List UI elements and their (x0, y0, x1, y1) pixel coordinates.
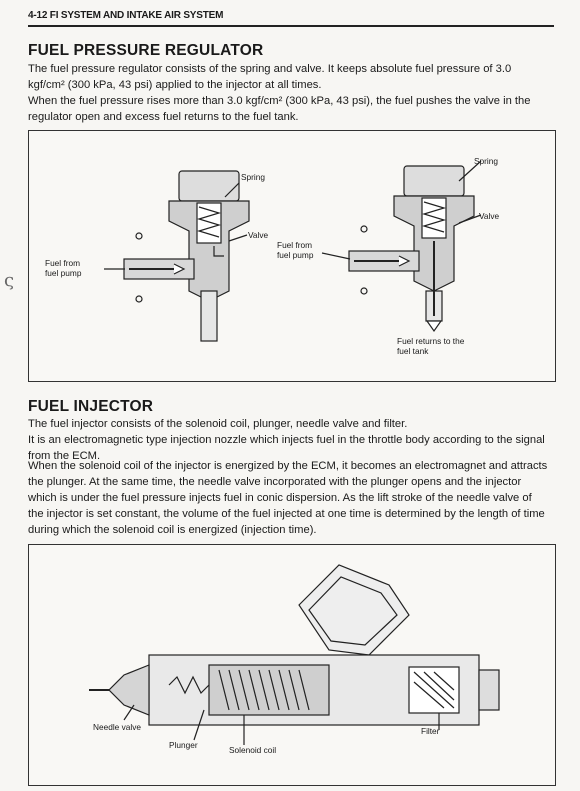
solenoid-coil-label: Solenoid coil (229, 745, 277, 755)
injector-diagram (89, 564, 500, 745)
regulator-figure: Spring Valve Fuel from fuel pump Spring … (28, 130, 556, 382)
injector-figure: Needle valve Plunger Solenoid coil Filte… (28, 544, 556, 786)
left-fuel-from-label: Fuel from fuel pump (45, 258, 82, 278)
injector-paragraph-3: When the solenoid coil of the injector i… (28, 460, 548, 536)
injector-paragraph-2: It is an electromagnetic type injection … (28, 434, 545, 462)
regulator-heading: FUEL PRESSURE REGULATOR (28, 42, 264, 59)
injector-paragraph-1: The fuel injector consists of the soleno… (28, 418, 408, 430)
right-valve-label: Valve (479, 211, 500, 221)
injector-heading: FUEL INJECTOR (28, 398, 154, 415)
needle-valve-label: Needle valve (93, 722, 141, 732)
right-fuel-from-label: Fuel from fuel pump (277, 240, 314, 260)
plunger-label: Plunger (169, 740, 198, 750)
margin-mark: ς (4, 270, 15, 291)
left-spring-label: Spring (241, 172, 265, 182)
right-returns-label: Fuel returns to the fuel tank (397, 336, 465, 356)
regulator-diagram (104, 160, 482, 342)
filter-label: Filter (421, 726, 440, 736)
right-spring-label: Spring (474, 156, 498, 166)
regulator-paragraph-2: When the fuel pressure rises more than 3… (28, 95, 531, 123)
left-valve-label: Valve (248, 230, 269, 240)
regulator-paragraph-1: The fuel pressure regulator consists of … (28, 63, 512, 91)
page-header: 4-12 FI SYSTEM AND INTAKE AIR SYSTEM (28, 10, 554, 27)
